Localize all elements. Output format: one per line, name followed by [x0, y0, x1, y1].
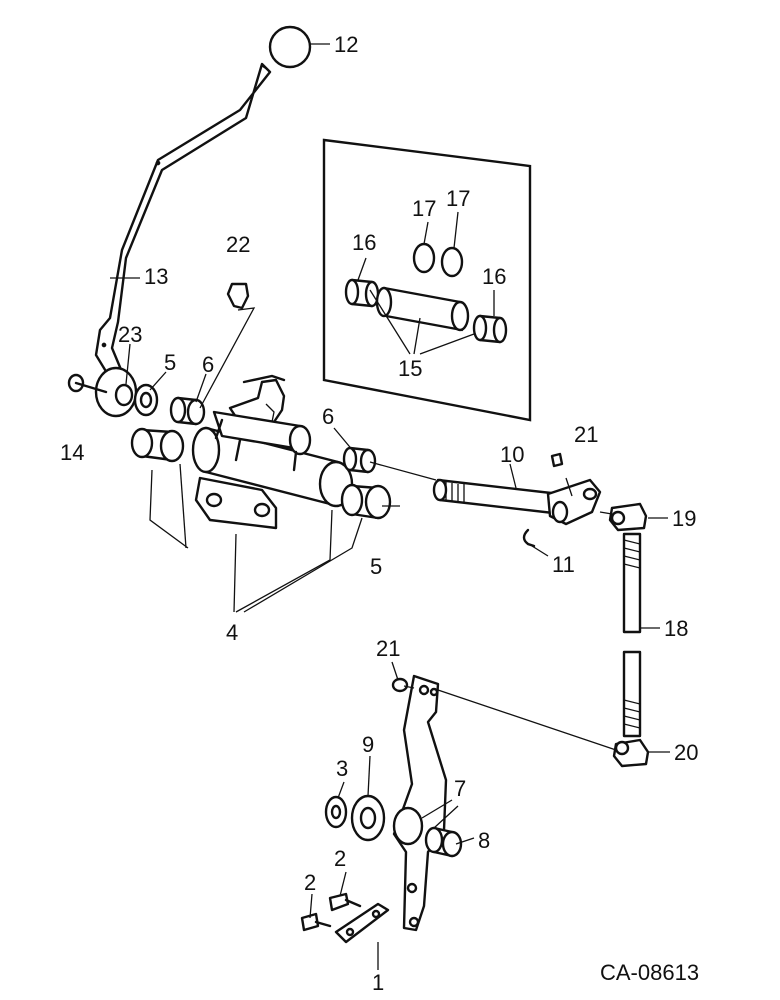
mounting-plate	[334, 902, 390, 944]
callout-1: 1	[372, 970, 384, 995]
callout-13: 13	[144, 264, 168, 289]
link-rod	[622, 532, 642, 738]
callout-22: 22	[226, 232, 250, 257]
clip-21-upper	[550, 452, 564, 468]
callout-21-lower: 21	[376, 636, 400, 661]
inset-bushing-16-left	[344, 278, 380, 308]
bolt-2-upper	[328, 892, 362, 912]
shift-bracket-housing	[191, 374, 354, 530]
callout-21-upper: 21	[574, 422, 598, 447]
shift-lever	[94, 62, 272, 380]
callout-10: 10	[500, 442, 524, 467]
callout-17-left: 17	[412, 196, 436, 221]
pivot-boss	[94, 366, 138, 418]
swivel-20	[612, 738, 650, 768]
callout-16-left: 16	[352, 230, 376, 255]
leader-lines	[110, 43, 670, 970]
callout-11: 11	[552, 552, 575, 577]
bushing-6-right	[342, 446, 377, 474]
retaining-clip-14	[67, 373, 108, 394]
callout-5-top: 5	[164, 350, 176, 375]
callout-3: 3	[336, 756, 348, 781]
callout-18: 18	[664, 616, 688, 641]
callout-14: 14	[60, 440, 84, 465]
callout-15: 15	[398, 356, 422, 381]
callout-8: 8	[478, 828, 490, 853]
callout-labels: 12 13 22 23 5 6 14 6 5 4 10 21 11 19 18 …	[60, 32, 698, 995]
lever-boss	[392, 806, 424, 846]
callout-4: 4	[226, 620, 238, 645]
figure-code: CA-08613	[600, 960, 699, 985]
shift-knob	[268, 25, 312, 69]
callout-20: 20	[674, 740, 698, 765]
clip-22	[226, 282, 250, 310]
callout-2-upper: 2	[334, 846, 346, 871]
callout-2-lower: 2	[304, 870, 316, 895]
bushing-9	[350, 794, 386, 842]
retaining-clip-11	[522, 528, 536, 548]
callout-6-left: 6	[202, 352, 214, 377]
callout-6-right: 6	[322, 404, 334, 429]
shift-arm-lever	[392, 674, 448, 932]
inset-shaft-15	[375, 286, 470, 332]
callout-12: 12	[334, 32, 358, 57]
bushing-4-left	[130, 427, 185, 463]
inset-panel	[322, 138, 532, 422]
washer-3	[324, 795, 348, 829]
shift-shaft	[432, 478, 602, 526]
swivel-19	[608, 502, 648, 532]
callout-17-right: 17	[446, 186, 470, 211]
callout-16-right: 16	[482, 264, 506, 289]
clip-21-lower	[391, 677, 409, 693]
inset-bushing-16-right	[472, 314, 508, 344]
callout-5-right: 5	[370, 554, 382, 579]
callout-19: 19	[672, 506, 696, 531]
bushing-6-left	[169, 396, 206, 426]
bolt-2-lower	[300, 912, 332, 932]
bushing-5-right	[340, 483, 392, 520]
inset-seal-rings-17	[412, 242, 464, 278]
callout-23: 23	[118, 322, 142, 347]
bushing-8	[424, 826, 463, 858]
callout-9: 9	[362, 732, 374, 757]
callout-7: 7	[454, 776, 466, 801]
washer-5-left	[133, 383, 159, 417]
